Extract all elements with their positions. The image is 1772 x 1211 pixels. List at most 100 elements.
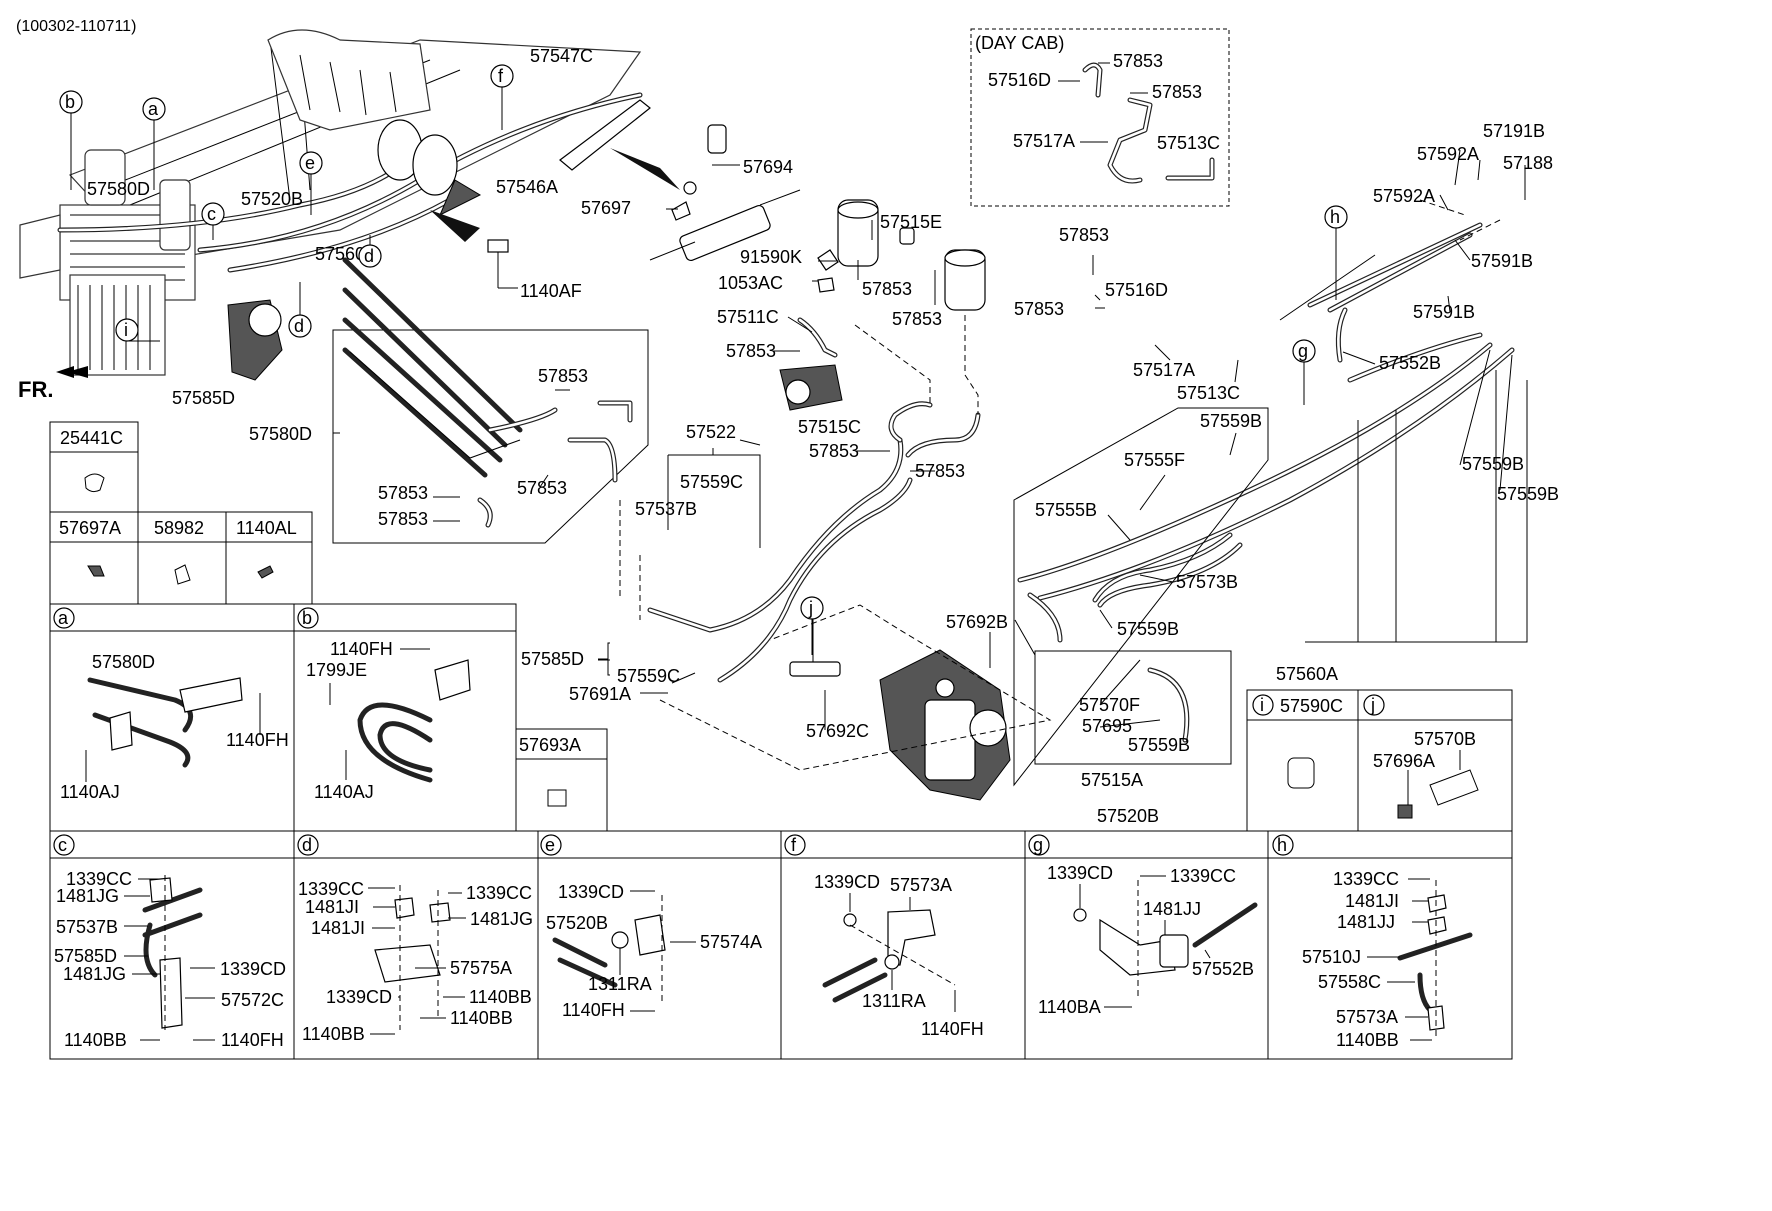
part-label: 57853 [809,441,859,461]
part-label: 1053AC [718,273,783,293]
day-cab-part-57516d: 57516D [988,70,1051,90]
part-label: 57555F [1124,450,1185,470]
callout-bubble-h: h [1330,207,1340,227]
grease-fitting-icon [87,565,105,577]
cooler-detail-box [332,329,649,544]
panel-e-label: 1311RA [588,974,652,994]
panel-j-label: 57570B [1414,729,1476,749]
part-label: 1140AF [520,281,582,301]
part-label: 57559B [1462,454,1524,474]
detail-panel-b: b 1140FH 1799JE 1140AJ [293,603,517,832]
table-part-code: 25441C [60,428,123,448]
panel-g-label: 1140BA [1038,997,1101,1017]
part-label: 57511C [717,307,779,327]
callout-bubble-f: f [498,66,504,86]
part-label: 57853 [538,366,588,386]
detail-panel-f: f 1339CD 57573A 1311RA 1140FH [784,834,984,1039]
part-label: 57559C [617,666,680,686]
panel-a-label: 1140AJ [60,782,120,802]
day-cab-part-57517a: 57517A [1013,131,1075,151]
detail-panel-j: j 57570B 57696A [1357,689,1513,832]
panel-e-label: 57520B [546,913,608,933]
panel-c-label: 1339CC [66,869,132,889]
part-label: 57522 [686,422,736,442]
callout-bubble-c: c [207,204,216,224]
front-direction-indicator: FR. [18,366,88,402]
right-pipe-group [1279,199,1501,383]
panel-letter: h [1277,835,1287,855]
panel-letter: a [58,608,69,628]
part-label: 57546A [496,177,558,197]
panel-letter: d [302,835,312,855]
part-label: 57853 [726,341,776,361]
steering-gear-illustration [659,604,1052,801]
bracket-icon [174,564,191,585]
callout-bubble-a: a [148,99,159,119]
part-label: 57853 [1014,299,1064,319]
detail-panel-e: e 1339CD 57520B 57574A 1311RA 1140FH [540,834,762,1020]
callout-bubble-e: e [305,153,315,173]
part-label: 57585D [521,649,584,669]
panel-c-label: 1140BB [64,1030,127,1050]
part-label: 57580D [87,179,150,199]
day-cab-box [970,28,1230,207]
panel-b-label: 1799JE [306,660,367,680]
panel-h-label: 1140BB [1336,1030,1399,1050]
part-label: 57591B [1471,251,1533,271]
part-label: 57559B [1497,484,1559,504]
callout-bubble-g: g [1298,341,1308,361]
part-label: 57547C [530,46,593,66]
panel-d-label: 1481JI [305,897,359,917]
part-label: 57591B [1413,302,1475,322]
panel-c-label: 57572C [221,990,284,1010]
part-label: 57585D [172,388,235,408]
part-label: 57853 [378,483,428,503]
panel-letter: i [1260,695,1264,715]
gear-lines-box [1034,650,1232,765]
part-label: 57692C [806,721,869,741]
right-lines-box [1013,407,1269,787]
table-part-code: 57697A [59,518,121,538]
detail-panel-g: g 1339CD 1339CC 1481JJ 57552B 1140BA [1028,834,1258,1017]
panel-h-label: 57510J [1302,947,1361,967]
table-part-code: 1140AL [236,518,297,538]
panel-b-label: 1140AJ [314,782,374,802]
detail-pointer-icon [430,210,480,242]
part-label: 57516D [1105,280,1168,300]
callout-bubble-d: d [294,316,304,336]
panel-i-label: 57590C [1280,696,1343,716]
part-label: 57515A [1081,770,1143,790]
part-label: 57573B [1176,572,1238,592]
part-label: 57559B [1128,735,1190,755]
panel-f-label: 1311RA [862,991,926,1011]
panel-h-label: 57558C [1318,972,1381,992]
day-cab-title: (DAY CAB) [975,33,1064,53]
panel-d-label: 1481JG [470,909,533,929]
part-label: 57580D [249,424,312,444]
panel-letter: j [1370,695,1375,715]
panel-h-label: 1481JI [1345,891,1399,911]
part-label: 57853 [862,279,912,299]
panel-f-label: 57573A [890,875,952,895]
part-label: 57520B [1097,806,1159,826]
main-part-labels: 57580D 57585D 57520B 57560A 57547C 57546… [87,46,1559,826]
plug-icon [547,789,567,807]
part-label: 57559B [1200,411,1262,431]
callout-bubbles: b a f e c d d i j g h [59,64,1348,655]
panel-c-label: 1140FH [221,1030,284,1050]
panel-g-label: 1339CD [1047,863,1113,883]
day-cab-part-57853-b: 57853 [1152,82,1202,102]
diagram-date-code: (100302-110711) [16,18,136,35]
panel-h-label: 1339CC [1333,869,1399,889]
panel-d-label: 1140BB [469,987,532,1007]
detail-panel-h: h 1339CC 1481JI 1481JJ 57510J 57558C 575… [1272,834,1473,1050]
panel-f-label: 1140FH [921,1019,984,1039]
day-cab-parts [1082,62,1215,184]
part-label: 57515E [880,212,942,232]
part-label: 57517A [1133,360,1195,380]
front-label: FR. [18,377,53,402]
panel-e-label: 1339CD [558,882,624,902]
panel-c-label: 57585D [54,946,117,966]
part-label: 57559B [1117,619,1179,639]
part-label: 57537B [635,499,697,519]
